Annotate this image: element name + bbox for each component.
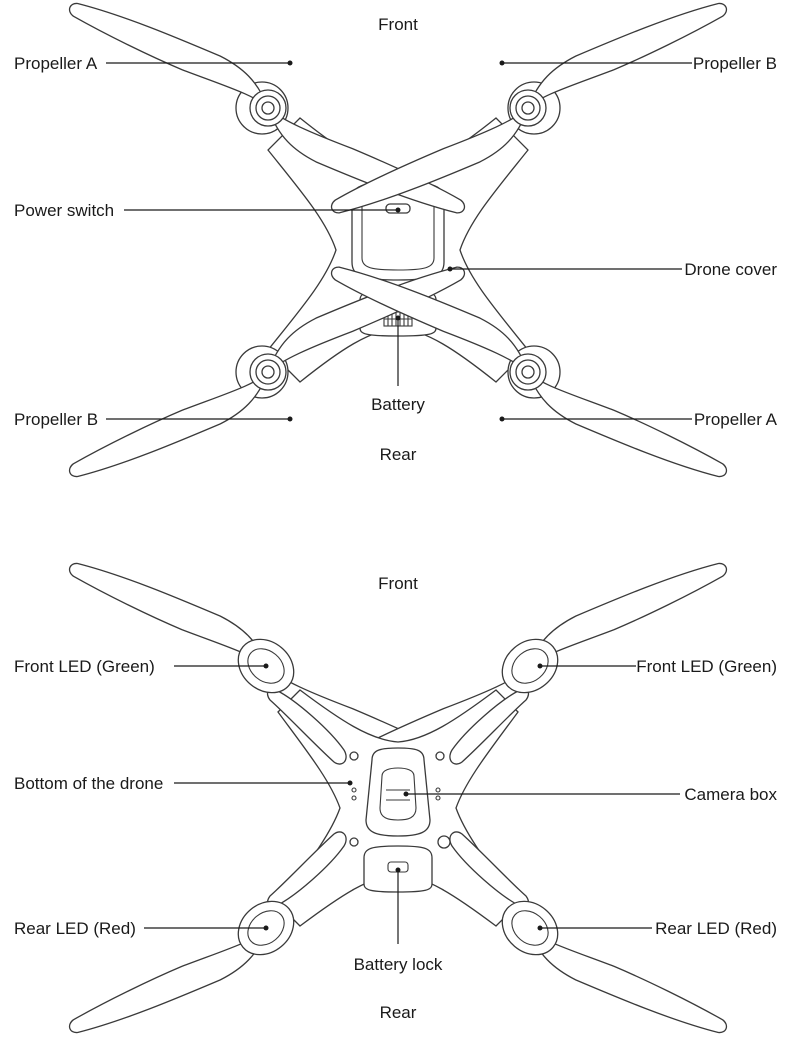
propeller-b-front-right: [330, 0, 728, 264]
bottom-leader-lines: [144, 663, 680, 944]
drone-cover-label: Drone cover: [684, 260, 777, 279]
propeller-b-right-label: Propeller B: [693, 54, 777, 73]
battery-label: Battery: [371, 395, 425, 414]
top-view: Front Propeller A Propeller B Power swit…: [14, 0, 778, 527]
propeller-a-left-label: Propeller A: [14, 54, 98, 73]
bottom-of-drone-label: Bottom of the drone: [14, 774, 163, 793]
propeller-a-right-label: Propeller A: [694, 410, 778, 429]
rear-led-left-label: Rear LED (Red): [14, 919, 136, 938]
camera-box: [365, 747, 431, 837]
power-switch-label: Power switch: [14, 201, 114, 220]
propeller-a-rear-right: [330, 216, 728, 527]
bottom-front-label: Front: [378, 574, 418, 593]
rear-led-right-label: Rear LED (Red): [655, 919, 777, 938]
bottom-screws: [349, 751, 451, 849]
front-led-left-label: Front LED (Green): [14, 657, 155, 676]
propeller-b-left-label: Propeller B: [14, 410, 98, 429]
top-rear-label: Rear: [380, 445, 417, 464]
propeller-b-rear-left: [68, 216, 466, 527]
battery-lock-label: Battery lock: [354, 955, 443, 974]
rear-led-right-motor: [501, 900, 559, 956]
top-front-label: Front: [378, 15, 418, 34]
propeller-a-front-left: [68, 0, 466, 264]
bottom-view: Front Front LED (Green) Front LED (Green…: [14, 513, 777, 1044]
front-led-right-label: Front LED (Green): [636, 657, 777, 676]
top-leader-lines: [106, 60, 692, 422]
bottom-rear-label: Rear: [380, 1003, 417, 1022]
camera-box-label: Camera box: [684, 785, 777, 804]
landing-skids: [266, 688, 530, 908]
front-led-right-motor: [501, 638, 559, 694]
